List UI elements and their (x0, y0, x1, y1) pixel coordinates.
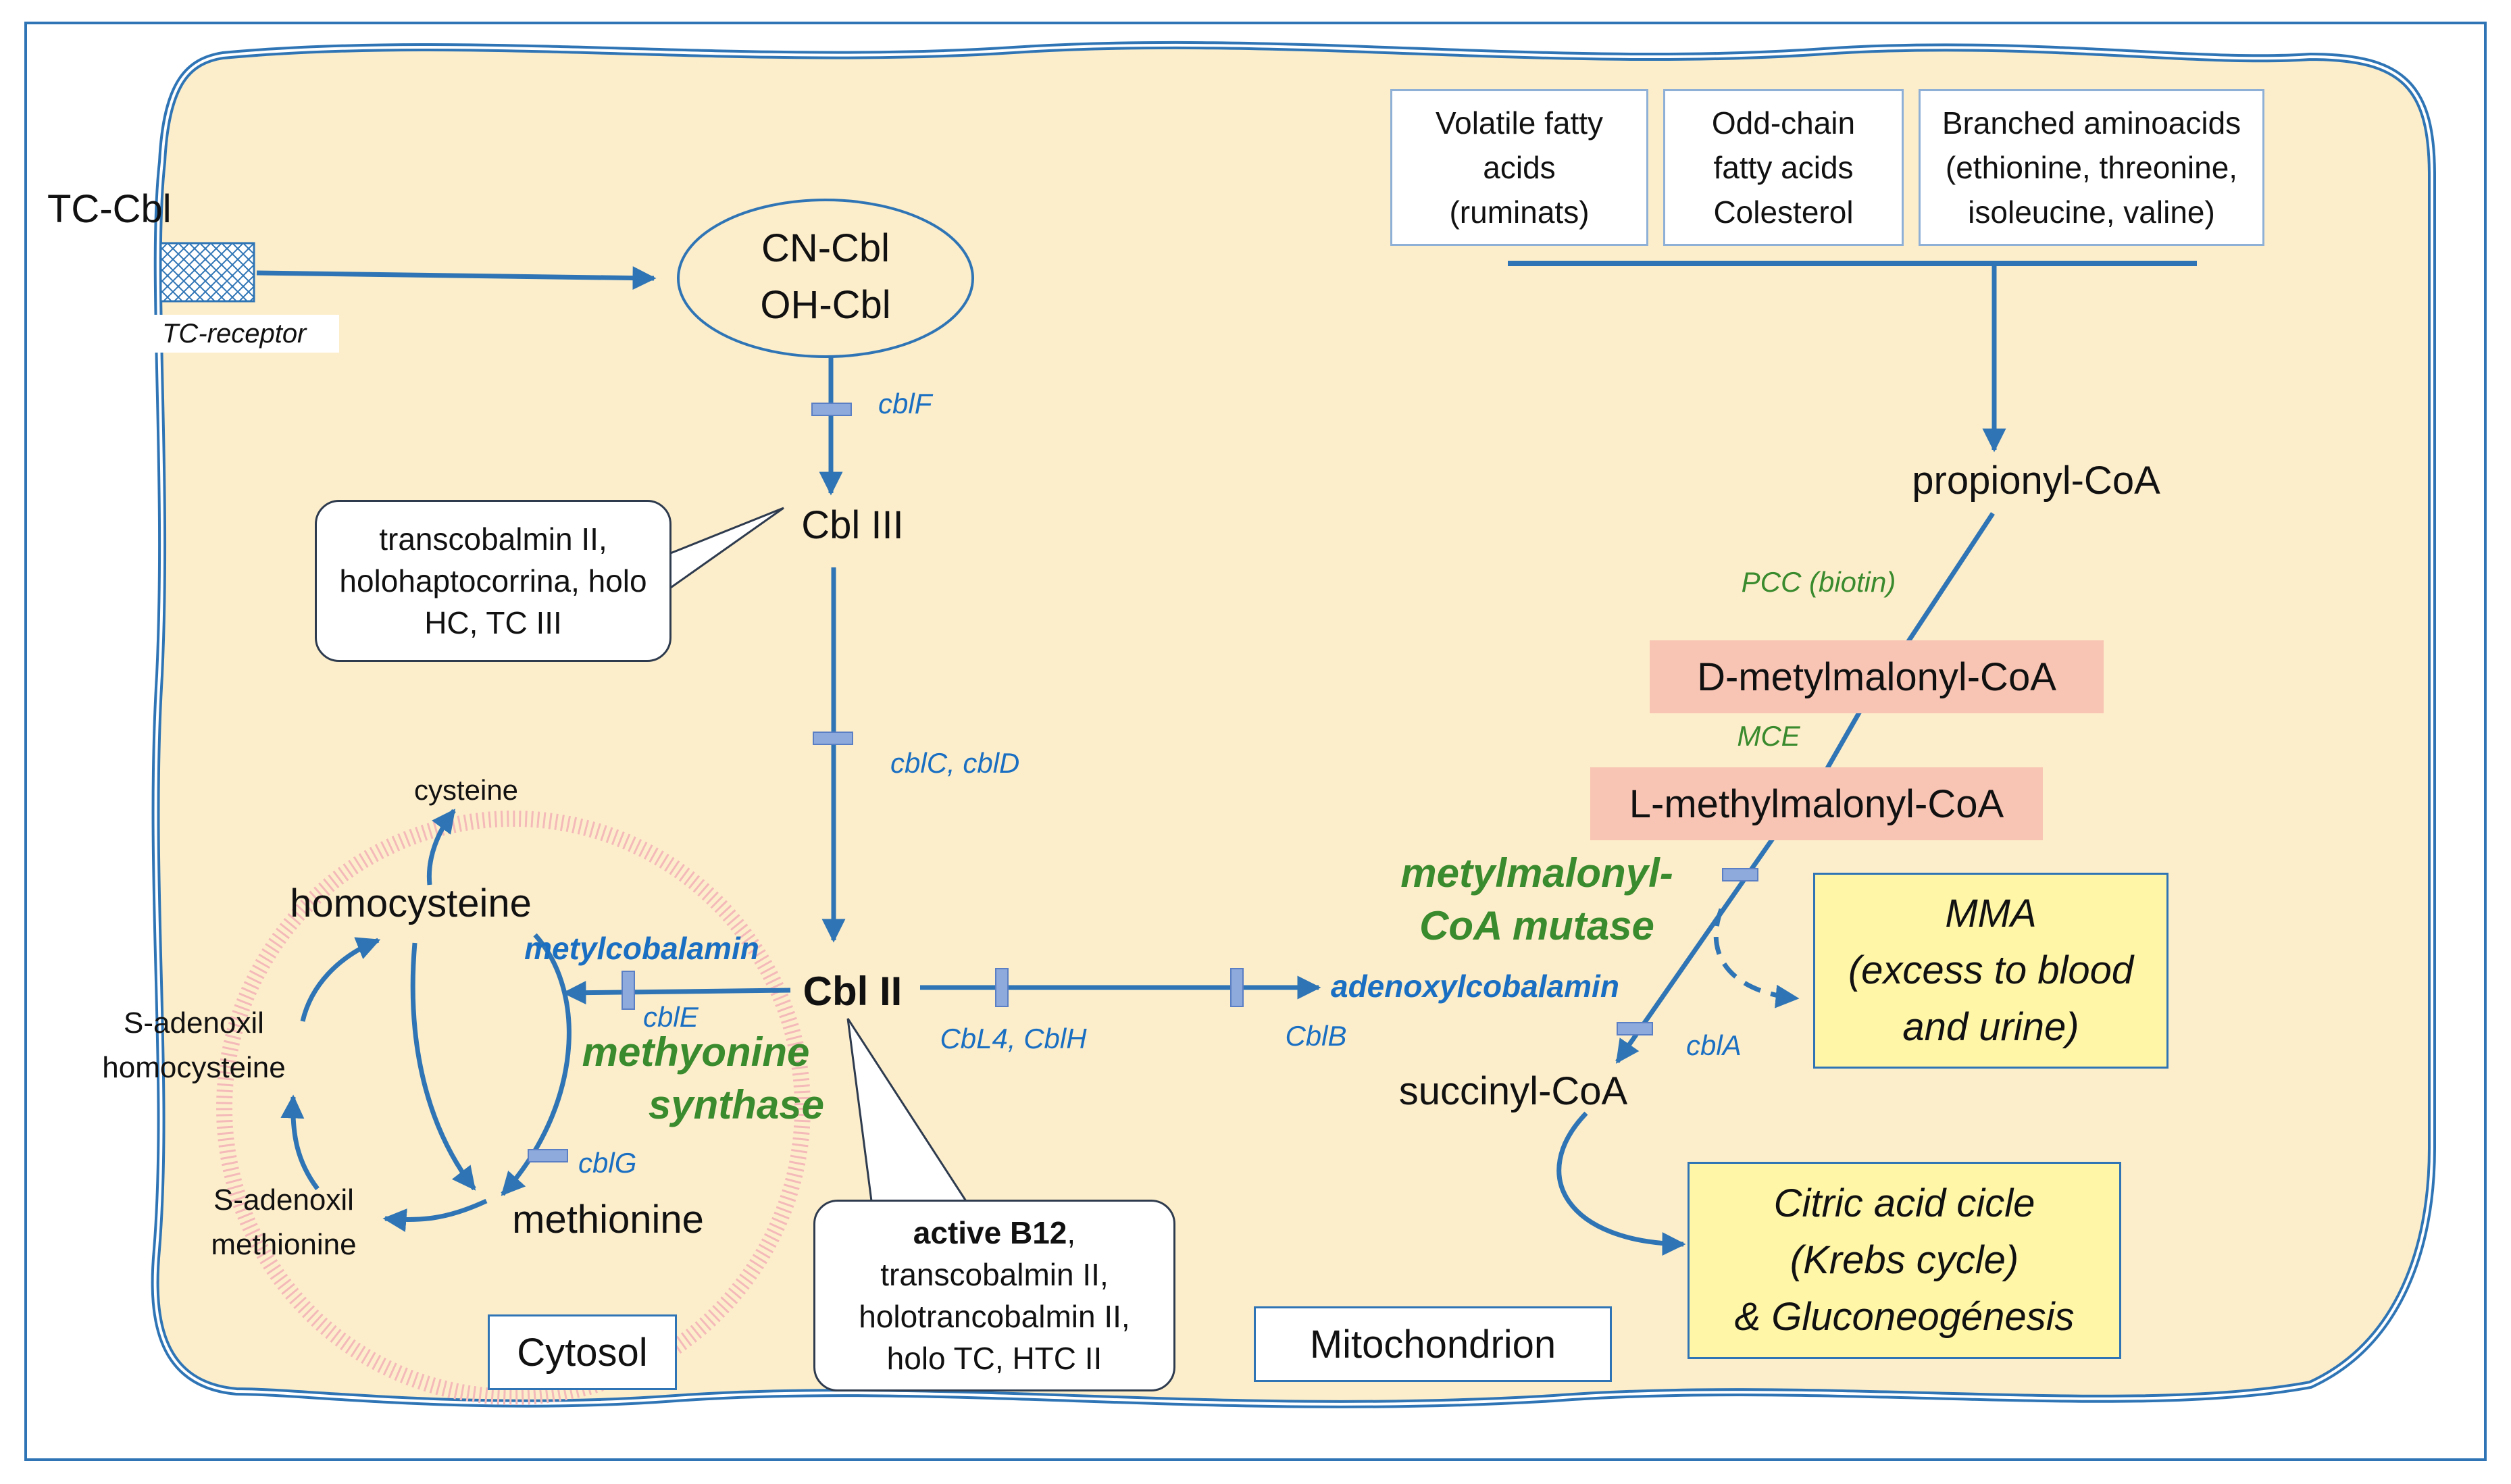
oh-cbl-label: OH-Cbl (760, 283, 891, 327)
sam-line-1: S-adenoxil (213, 1183, 354, 1217)
homocysteine-label: homocysteine (290, 881, 532, 925)
mitochondrion-region-label: Mitochondrion (1254, 1306, 1612, 1382)
succinyl-coa-label: succinyl-CoA (1398, 1069, 1628, 1113)
source-2-line-1: Odd-chain (1711, 105, 1856, 140)
cbl4-cblh-label: CbL4, CblH (940, 1023, 1087, 1054)
active-b12-note: active B12, transcobalmin II, holotranco… (813, 1200, 1175, 1391)
cn-oh-cbl-ellipse (677, 199, 974, 358)
arrow-sah-to-homocysteine (300, 937, 381, 1022)
active-b12-note-line-2: transcobalmin II, (880, 1257, 1109, 1292)
arrow-homocysteine-to-cysteine (426, 809, 456, 886)
cblb-label: CblB (1285, 1020, 1347, 1052)
tc-receptor-label: TC-receptor (147, 315, 339, 353)
active-b12-note-line-4: holo TC, HTC II (886, 1341, 1102, 1376)
line-propionyl-to-dmethyl (1902, 512, 1995, 650)
arrow-sam-to-sah (280, 1094, 320, 1191)
source-volatile-fatty-acids: Volatile fatty acids (ruminats) (1390, 89, 1648, 246)
cblg-label: cblG (578, 1147, 637, 1179)
krebs-line-3: & Gluconeogénesis (1734, 1295, 2075, 1339)
mutase-line-2: CoA mutase (1419, 903, 1654, 948)
cbla-label: cblA (1686, 1029, 1742, 1061)
active-b12-bold: active B12 (913, 1215, 1067, 1250)
tc-receptor-shape (159, 242, 255, 303)
l-methylmalonyl-coa-box: L-methylmalonyl-CoA (1590, 767, 2043, 840)
s-adenoxil-homocysteine-label: S-adenoxil homocysteine (82, 998, 305, 1093)
gate-mutase (1722, 868, 1758, 881)
source-odd-chain-fatty-acids: Odd-chain fatty acids Colesterol (1663, 89, 1904, 246)
cbl-iii-note-line-2: holohaptocorrina, holo (339, 563, 647, 598)
arrow-homocysteine-to-methionine (410, 942, 476, 1191)
cbl-ii-label: Cbl II (803, 969, 903, 1014)
source-2-line-3: Colesterol (1713, 195, 1854, 230)
krebs-cycle-box: Citric acid cicle (Krebs cycle) & Glucon… (1688, 1162, 2121, 1359)
source-1-line-2: acids (1483, 150, 1556, 185)
mma-box: MMA (excess to blood and urine) (1813, 873, 2168, 1069)
source-1-line-3: (ruminats) (1449, 195, 1590, 230)
cbl-iii-label: Cbl III (801, 503, 904, 547)
gate-cbl4-cblh (995, 968, 1009, 1007)
sah-line-1: S-adenoxil (124, 1006, 264, 1040)
metylcobalamin-label: metylcobalamin (524, 931, 759, 966)
sah-line-2: homocysteine (102, 1051, 286, 1084)
active-b12-note-line-1: active B12, (913, 1212, 1075, 1254)
pcc-label: PCC (biotin) (1741, 566, 1896, 598)
s-adenoxil-methionine-label: S-adenoxil methionine (182, 1175, 385, 1270)
propionyl-coa-label: propionyl-CoA (1912, 459, 2160, 503)
arrow-mma-dashed (1713, 908, 1800, 1008)
cblc-cbld-label: cblC, cblD (890, 747, 1020, 779)
cbl-iii-note-line-3: HC, TC III (424, 605, 562, 640)
cytosol-region-label: Cytosol (488, 1314, 677, 1390)
cysteine-label: cysteine (413, 774, 519, 806)
cbl-iii-note-line-1: transcobalmin II, (379, 521, 607, 557)
mutase-line-1: metylmalonyl- (1400, 850, 1673, 896)
methylmalonyl-coa-mutase-label: metylmalonyl- CoA mutase (1371, 840, 1702, 959)
sam-line-2: methionine (211, 1228, 357, 1261)
krebs-line-1: Citric acid cicle (1773, 1181, 2035, 1225)
cytosol-compartment (216, 811, 811, 1405)
mma-line-1: MMA (1945, 892, 2037, 936)
arrow-receptor-to-cncbl (256, 266, 657, 290)
active-b12-note-line-3: holotrancobalmin II, (859, 1299, 1130, 1334)
mma-line-3: and urine) (1902, 1005, 2079, 1049)
synthase-line-2: synthase (648, 1082, 825, 1127)
cblf-label: cblF (878, 388, 932, 419)
arrow-succinyl-to-krebs (1556, 1111, 1686, 1256)
tc-cbl-label: TC-Cbl (47, 187, 172, 231)
mce-label: MCE (1737, 720, 1800, 752)
krebs-line-2: (Krebs cycle) (1790, 1238, 2019, 1282)
gate-cblc-cbld (813, 732, 853, 745)
cn-cbl-label: CN-Cbl (761, 226, 890, 270)
synthase-line-1: methyonine (582, 1029, 810, 1075)
methyonine-synthase-label: methyonine synthase (554, 1021, 838, 1136)
gate-cble (622, 971, 635, 1010)
source-branched-aminoacids: Branched aminoacids (ethionine, threonin… (1919, 89, 2264, 246)
source-3-line-1: Branched aminoacids (1942, 105, 2241, 140)
active-b12-comma: , (1067, 1215, 1076, 1250)
arrow-cblii-to-metylcobalamin (562, 981, 791, 1005)
gate-cblb (1230, 968, 1244, 1007)
source-2-line-2: fatty acids (1713, 150, 1854, 185)
d-methylmalonyl-coa-box: D-metylmalonyl-CoA (1650, 640, 2104, 713)
cble-label: cblE (643, 1001, 699, 1033)
source-1-line-1: Volatile fatty (1435, 105, 1604, 140)
mma-line-2: (excess to blood (1848, 948, 2134, 992)
cbl-iii-note: transcobalmin II, holohaptocorrina, holo… (315, 500, 671, 662)
source-3-line-3: isoleucine, valine) (1968, 195, 2215, 230)
adenoxylcobalamin-label: adenoxylcobalamin (1331, 969, 1619, 1004)
gate-cblf (811, 403, 852, 416)
gate-cblg (528, 1149, 568, 1162)
source-3-line-2: (ethionine, threonine, (1945, 150, 2238, 185)
methionine-label: methionine (512, 1198, 704, 1242)
arrow-methionine-to-sam (382, 1198, 488, 1232)
gate-cbla (1617, 1022, 1653, 1035)
